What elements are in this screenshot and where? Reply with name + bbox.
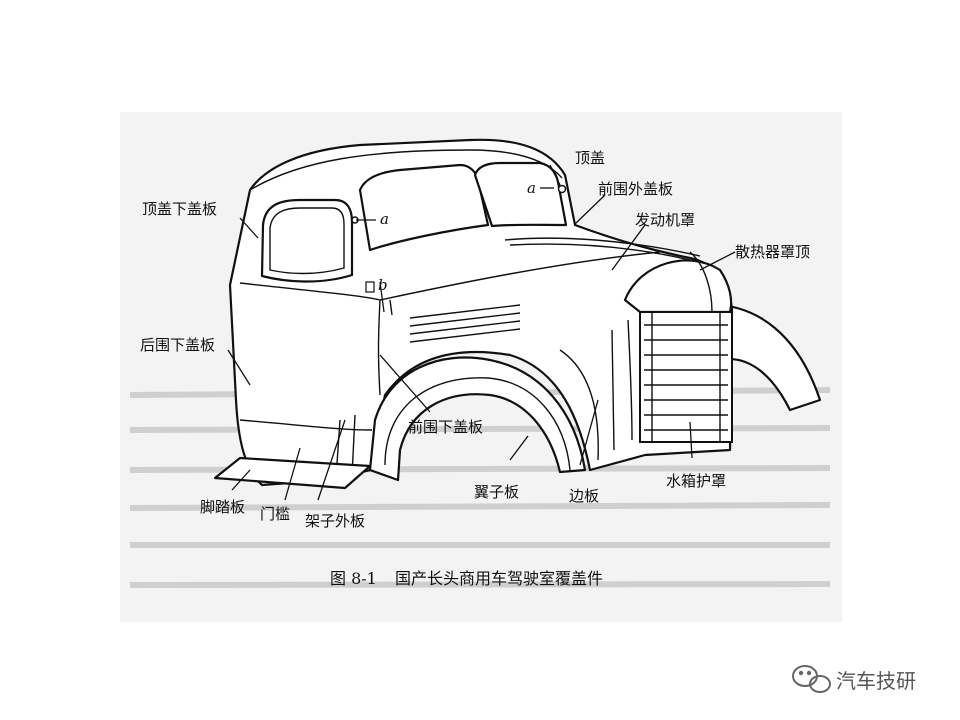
watermark: 汽车技研 — [792, 665, 916, 693]
label-roof-lower-panel: 顶盖下盖板 — [142, 200, 217, 218]
label-footboard: 脚踏板 — [200, 498, 245, 516]
leader-lines — [227, 164, 736, 501]
point-markers: a a b — [378, 179, 536, 294]
part-labels: 顶盖 顶盖下盖板 前围外盖板 发动机罩 散热器罩顶 后围下盖板 前围下盖板 翼子… — [140, 149, 810, 530]
label-door-sill: 门槛 — [260, 505, 290, 523]
cab-drawing — [213, 138, 822, 490]
windshield-right — [473, 161, 568, 228]
label-radiator-cover-top: 散热器罩顶 — [735, 243, 810, 261]
fender — [368, 356, 587, 482]
hood-louvers — [409, 304, 521, 343]
marker-a-windshield: a — [527, 179, 536, 197]
label-side-panel: 边板 — [569, 487, 599, 505]
side-panel — [559, 349, 599, 461]
label-frame-outer-panel: 架子外板 — [305, 512, 365, 530]
caption-number: 图 8-1 — [330, 569, 377, 588]
rear-window — [260, 198, 354, 283]
radiator-guard-bars — [639, 311, 733, 443]
label-fender: 翼子板 — [474, 483, 519, 501]
wechat-icon — [792, 665, 831, 693]
label-front-outer-panel: 前围外盖板 — [598, 180, 673, 198]
marker-b: b — [378, 276, 388, 294]
caption-text: 国产长头商用车驾驶室覆盖件 — [395, 569, 603, 588]
label-radiator-guard: 水箱护罩 — [666, 472, 726, 490]
marker-a-rear-window: a — [380, 210, 389, 228]
label-rear-lower-panel: 后围下盖板 — [140, 336, 215, 354]
label-front-lower-panel: 前围下盖板 — [408, 418, 483, 436]
watermark-text: 汽车技研 — [836, 669, 916, 693]
figure-caption: 图 8-1 国产长头商用车驾驶室覆盖件 — [330, 569, 603, 588]
belt-line — [239, 251, 661, 301]
label-roof: 顶盖 — [575, 149, 605, 167]
label-hood: 发动机罩 — [635, 211, 695, 229]
